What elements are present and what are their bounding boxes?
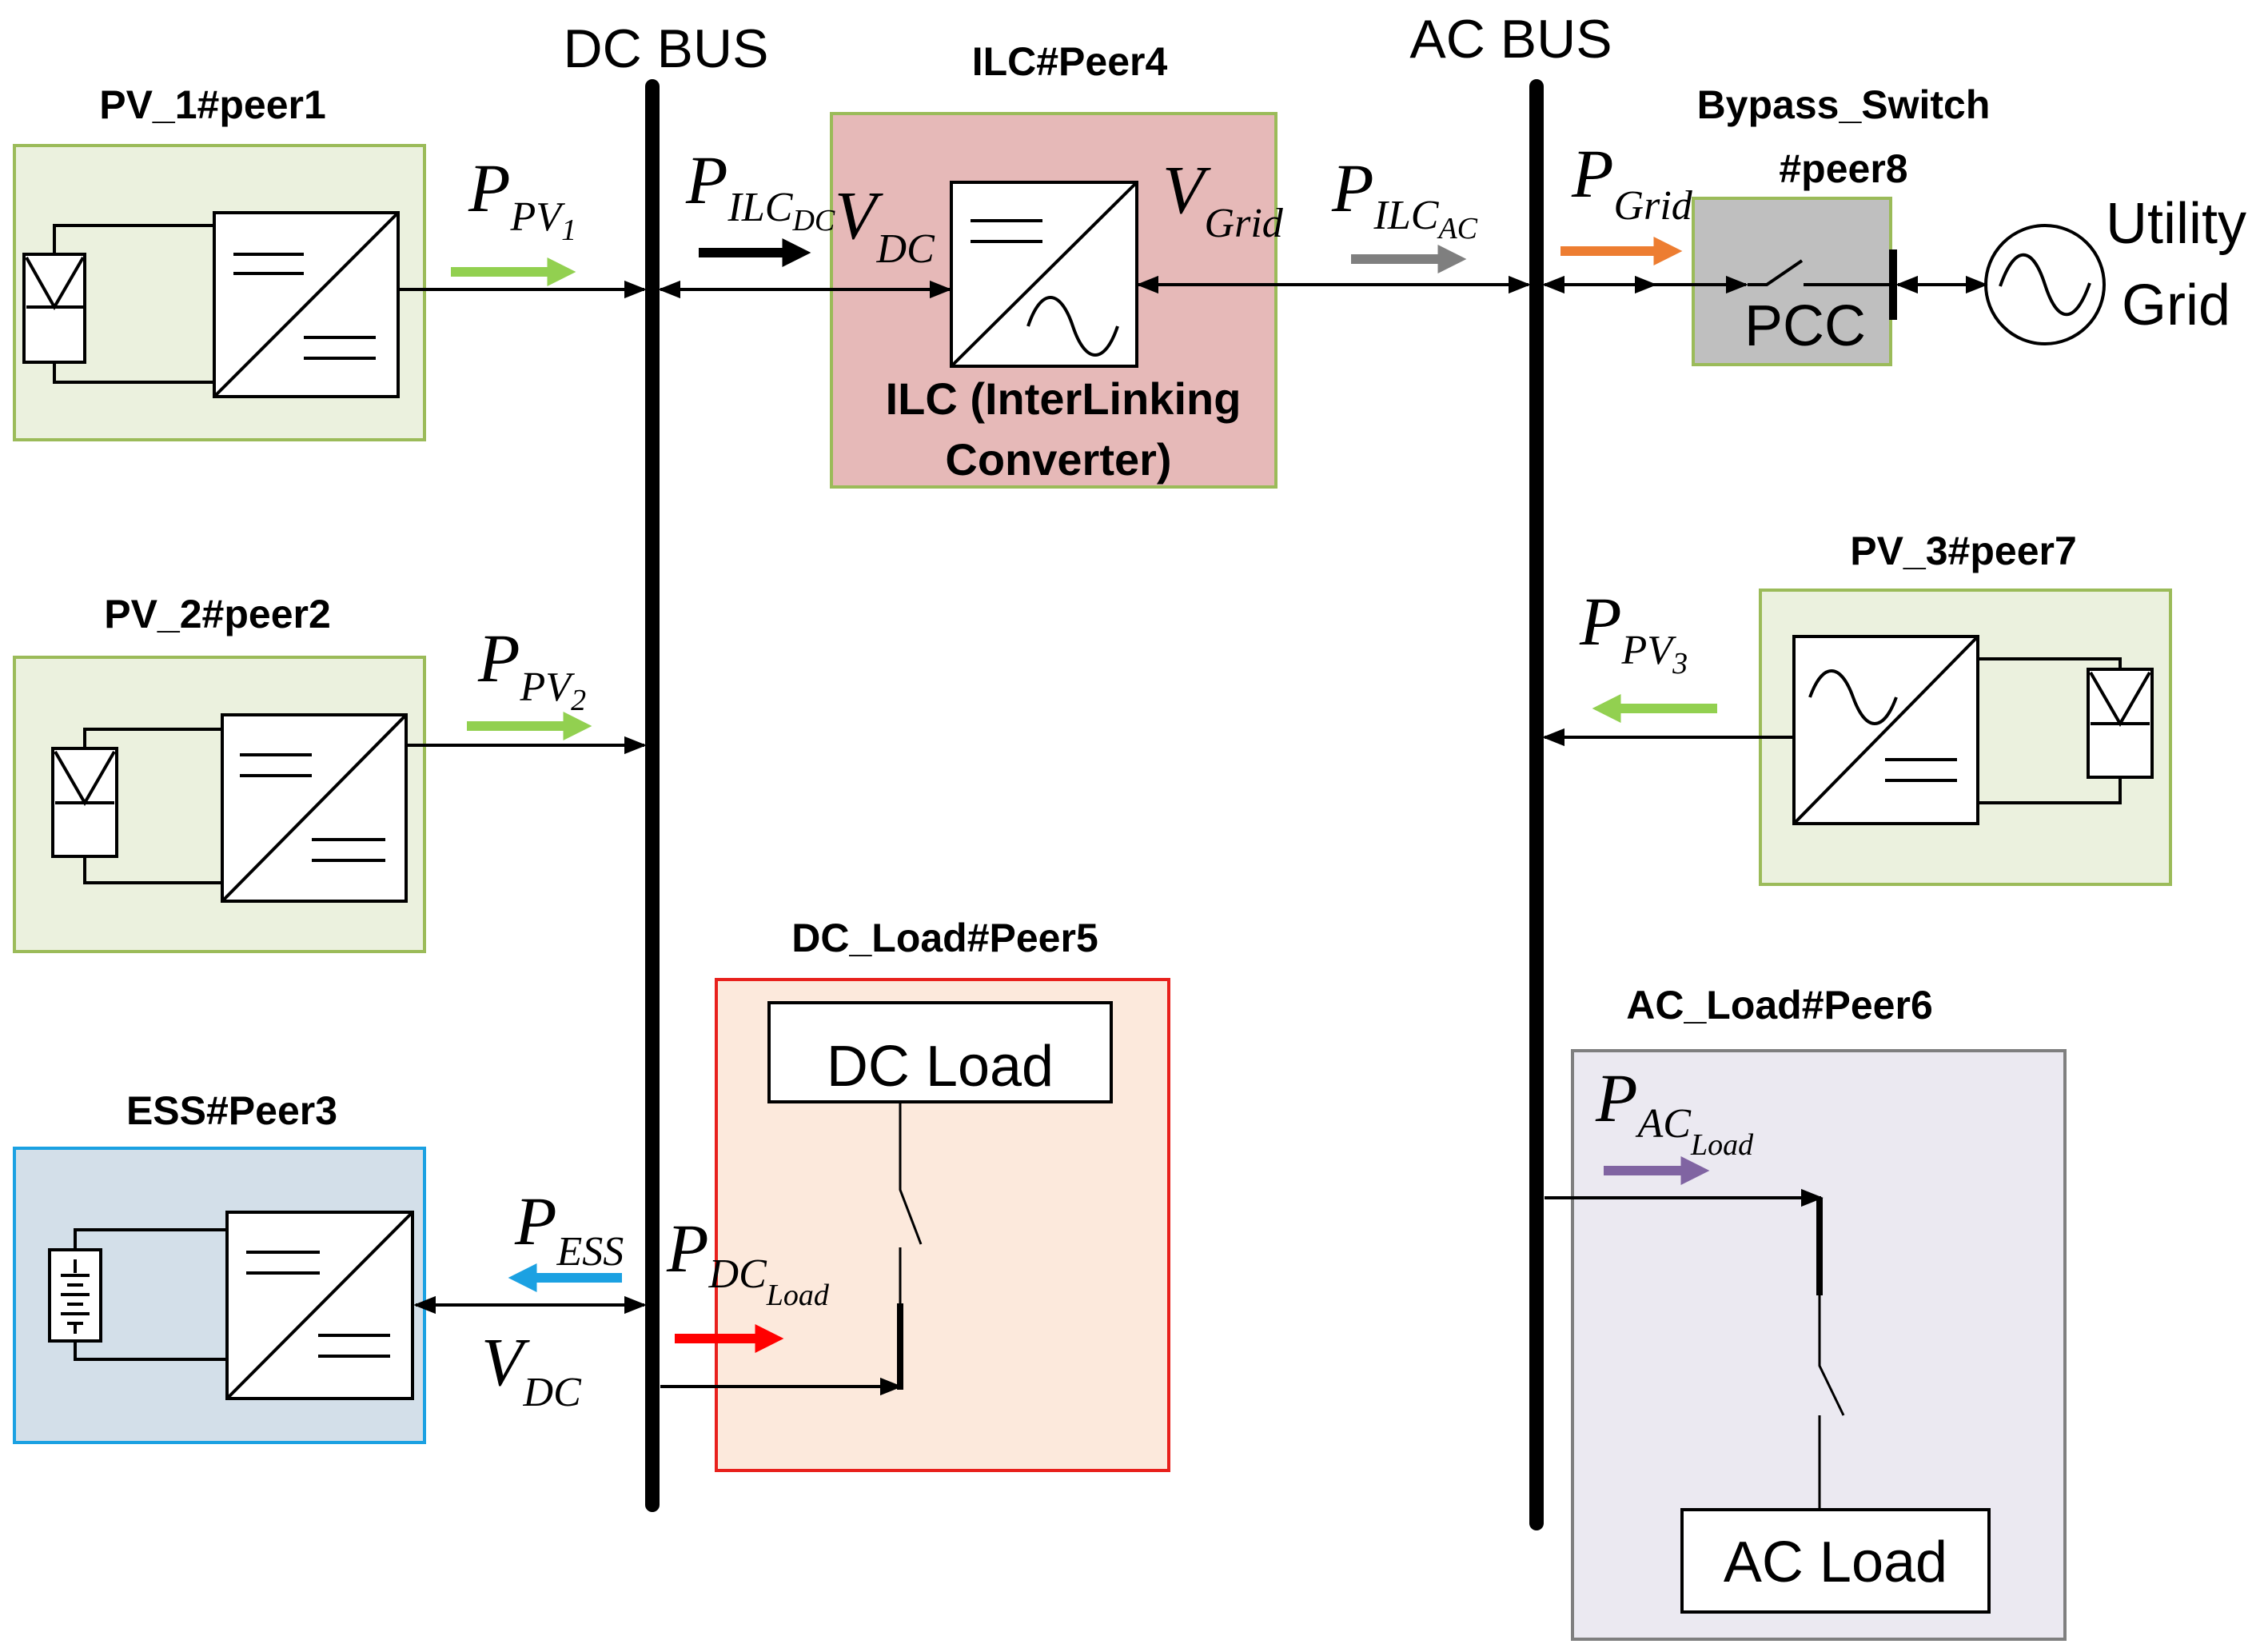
ilc-desc-line1: ILC (InterLinking	[886, 373, 1242, 424]
pv1-wires	[53, 224, 214, 384]
pv3-converter-icon	[1792, 635, 1979, 825]
symbol-p-dc-load: PDCLoad	[666, 1210, 830, 1312]
pv2-wires	[83, 728, 222, 884]
pv1-title: PV_1#peer1	[99, 82, 326, 127]
ilc-desc-line2: Converter)	[945, 434, 1171, 485]
symbol-p-ac-load: PACLoad	[1595, 1059, 1754, 1162]
ilc-converter-icon	[950, 181, 1138, 368]
ac-load-title: AC_Load#Peer6	[1626, 983, 1933, 1028]
ess-converter-icon	[225, 1211, 414, 1400]
dc-load-label: DC Load	[827, 1035, 1054, 1099]
bypass-switch-title-2: #peer8	[1779, 146, 1907, 191]
pv3-wires	[1978, 657, 2122, 804]
ac-load-label: AC Load	[1724, 1530, 1947, 1594]
ac-load-block	[1680, 1508, 1991, 1614]
symbol-p-pv1: PPV1	[468, 150, 576, 247]
symbol-v-dc-ess: VDC	[481, 1323, 582, 1415]
pv3-panel-icon	[2087, 668, 2154, 779]
pv1-panel-icon	[22, 253, 86, 364]
symbol-p-grid: PGrid	[1571, 135, 1693, 229]
ac-bus-label: AC BUS	[1409, 9, 1612, 70]
symbol-p-pv2: PPV2	[477, 620, 586, 717]
dc-load-title: DC_Load#Peer5	[791, 916, 1098, 960]
dc-load-block	[767, 1001, 1113, 1103]
symbol-p-ess: PESS	[514, 1183, 624, 1275]
symbol-p-ilc-ac: PILCAC	[1331, 150, 1478, 245]
ilc-title: ILC#Peer4	[972, 39, 1168, 84]
pcc-switch-icon	[1748, 259, 1893, 286]
ac-source-icon	[1984, 224, 2106, 345]
pv1-converter-icon	[213, 211, 400, 398]
ess-title: ESS#Peer3	[126, 1088, 337, 1133]
bypass-switch-title-1: Bypass_Switch	[1697, 82, 1991, 127]
symbol-p-ilc-dc: PILCDC	[685, 142, 835, 237]
battery-icon	[48, 1248, 102, 1343]
pcc-label: PCC	[1744, 294, 1866, 358]
pv2-title: PV_2#peer2	[104, 592, 331, 636]
pv3-title: PV_3#peer7	[1850, 529, 2077, 573]
ac-load-switch-icon	[1818, 1295, 1845, 1508]
pv2-converter-icon	[221, 713, 408, 903]
dc-bus-label: DC BUS	[564, 18, 769, 79]
pv2-panel-icon	[51, 747, 118, 858]
utility-grid-label-2: Grid	[2122, 273, 2230, 337]
symbol-p-pv3: PPV3	[1579, 583, 1688, 680]
ess-wires	[74, 1228, 227, 1361]
symbol-v-grid: VGrid	[1162, 151, 1284, 246]
utility-grid-label-1: Utility	[2106, 192, 2246, 256]
symbol-v-dc-ilc: VDC	[835, 177, 935, 272]
